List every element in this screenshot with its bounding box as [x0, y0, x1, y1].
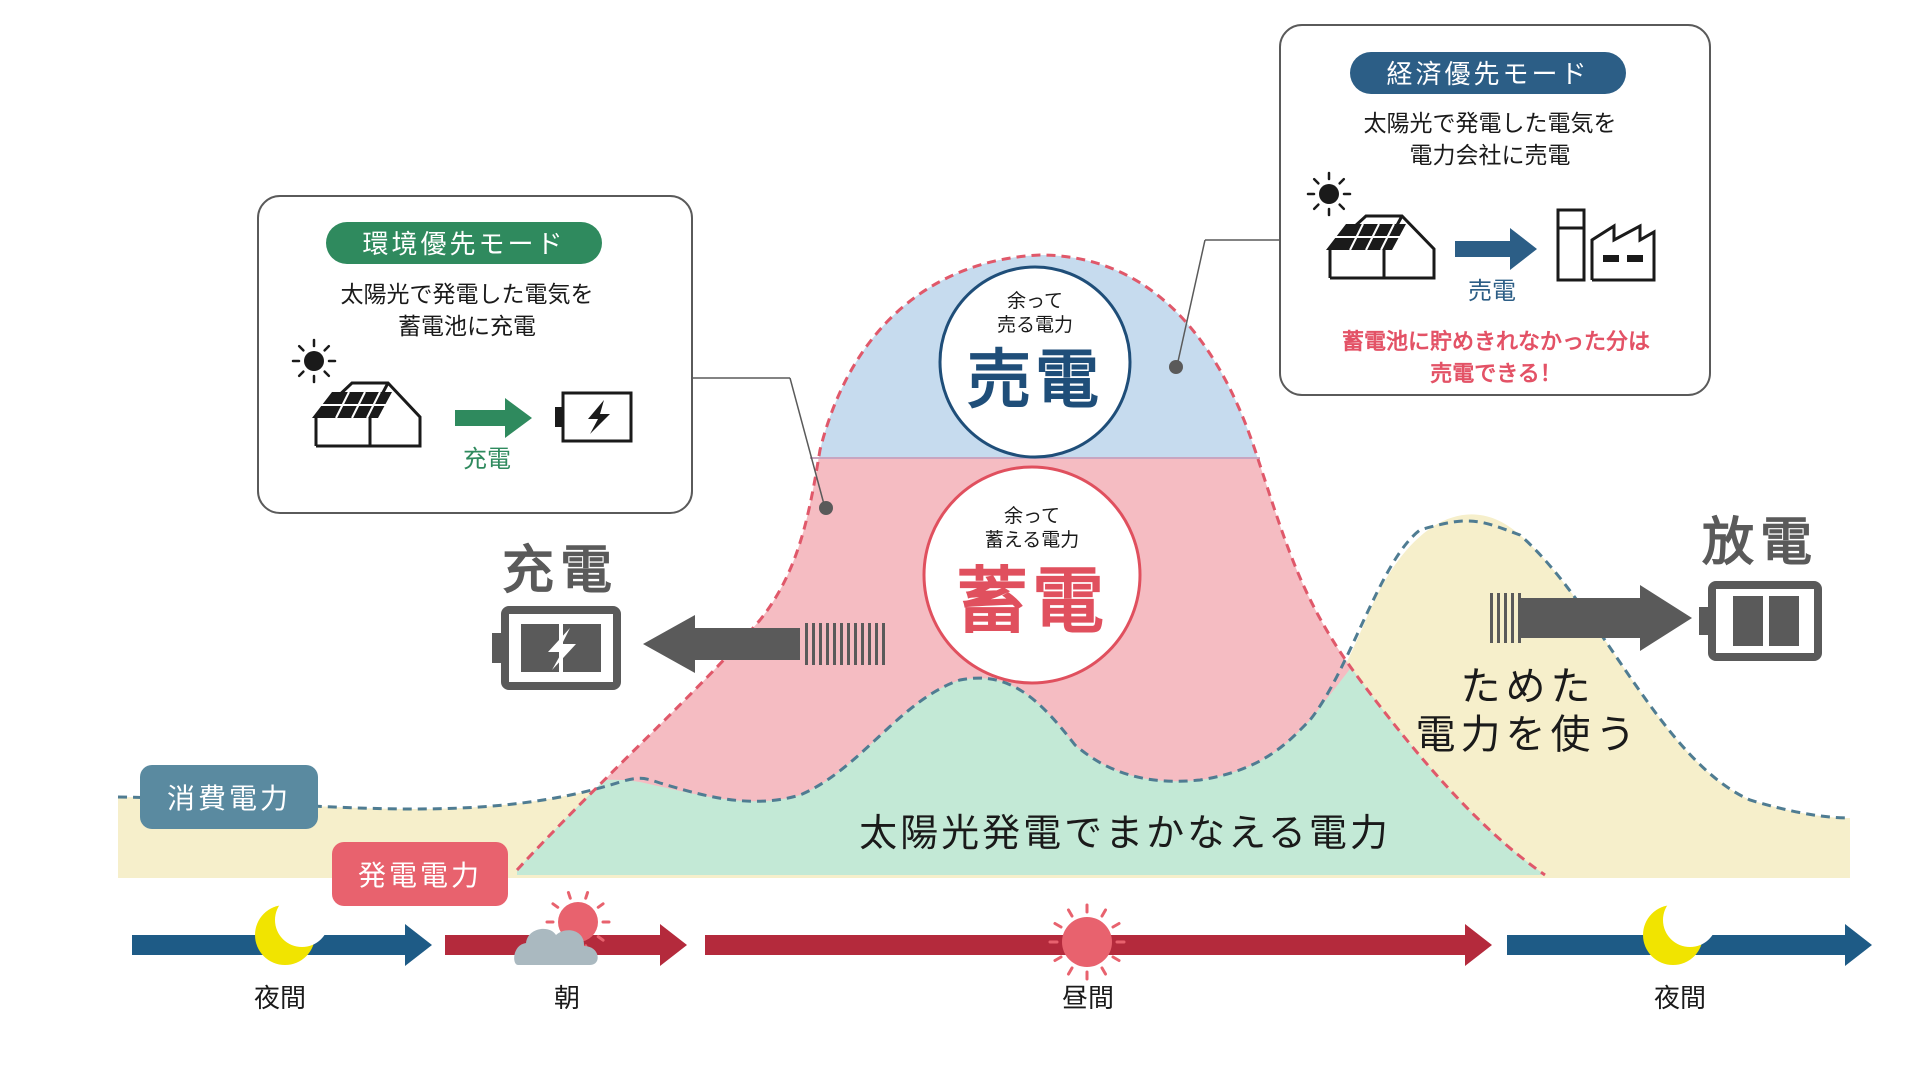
consumption-tag: 消費電力 [140, 765, 318, 829]
solar-covered-area [517, 600, 1545, 875]
sun-icon [1048, 903, 1126, 981]
discharge-arrow [1490, 585, 1692, 651]
power-company-icon [1556, 208, 1656, 282]
sell-circle [938, 265, 1132, 459]
eco-mode-desc: 太陽光で発電した電気を蓄電池に充電 [341, 282, 594, 340]
store-big-label: 蓄電 [956, 559, 1108, 643]
sun-icon [291, 338, 337, 384]
moon-icon [255, 893, 329, 965]
discharge-caption: ためた電力を使う [1416, 664, 1641, 758]
econ-arrow-label: 売電 [1468, 277, 1516, 305]
battery-charging-icon [492, 606, 621, 690]
econ-mode-box: 経済優先モード 太陽光で発電した電気を電力会社に売電 売電 蓄電池に貯めきれなか… [1169, 24, 1711, 396]
svg-text:発電電力: 発電電力 [358, 859, 482, 892]
eco-mode-tag: 環境優先モード [362, 230, 565, 260]
econ-sell-arrow [1455, 228, 1537, 270]
timeline-label-morning: 朝 [554, 984, 580, 1014]
sell-big-label: 売電 [967, 344, 1103, 418]
econ-mode-desc: 太陽光で発電した電気を電力会社に売電 [1364, 111, 1617, 169]
battery-charging-icon [555, 391, 633, 443]
generation-tag: 発電電力 [332, 842, 508, 906]
svg-text:消費電力: 消費電力 [167, 782, 291, 815]
sell-small-label: 余って売る電力 [997, 290, 1073, 336]
charge-title: 充電 [502, 541, 618, 601]
eco-arrow-label: 充電 [463, 445, 511, 473]
discharge-title: 放電 [1702, 513, 1818, 573]
timeline: 夜間 朝 昼間 夜間 [132, 891, 1872, 1014]
solar-covered-label: 太陽光発電でまかなえる電力 [859, 811, 1391, 855]
charge-arrow [643, 615, 885, 673]
eco-mode-box: 環境優先モード 太陽光で発電した電気を蓄電池に充電 充電 [257, 195, 833, 515]
sun-icon [1306, 171, 1352, 217]
timeline-label-night-1: 夜間 [254, 984, 306, 1014]
solar-house-icon [1326, 214, 1436, 280]
eco-charge-arrow [455, 398, 532, 438]
store-small-label: 余って蓄える電力 [985, 505, 1079, 551]
generation-line [515, 253, 1546, 877]
timeline-label-night-2: 夜間 [1654, 984, 1706, 1014]
econ-mode-tag: 経済優先モード [1386, 60, 1589, 90]
econ-mode-note: 蓄電池に貯めきれなかった分は売電できる！ [1342, 329, 1650, 387]
timeline-label-day: 昼間 [1062, 984, 1114, 1014]
moon-icon [1643, 893, 1717, 965]
battery-full-icon [1699, 581, 1822, 661]
store-circle [922, 465, 1142, 685]
sun-cloud-icon [514, 891, 611, 965]
solar-house-icon [312, 381, 422, 448]
consumption-line [117, 519, 1851, 820]
